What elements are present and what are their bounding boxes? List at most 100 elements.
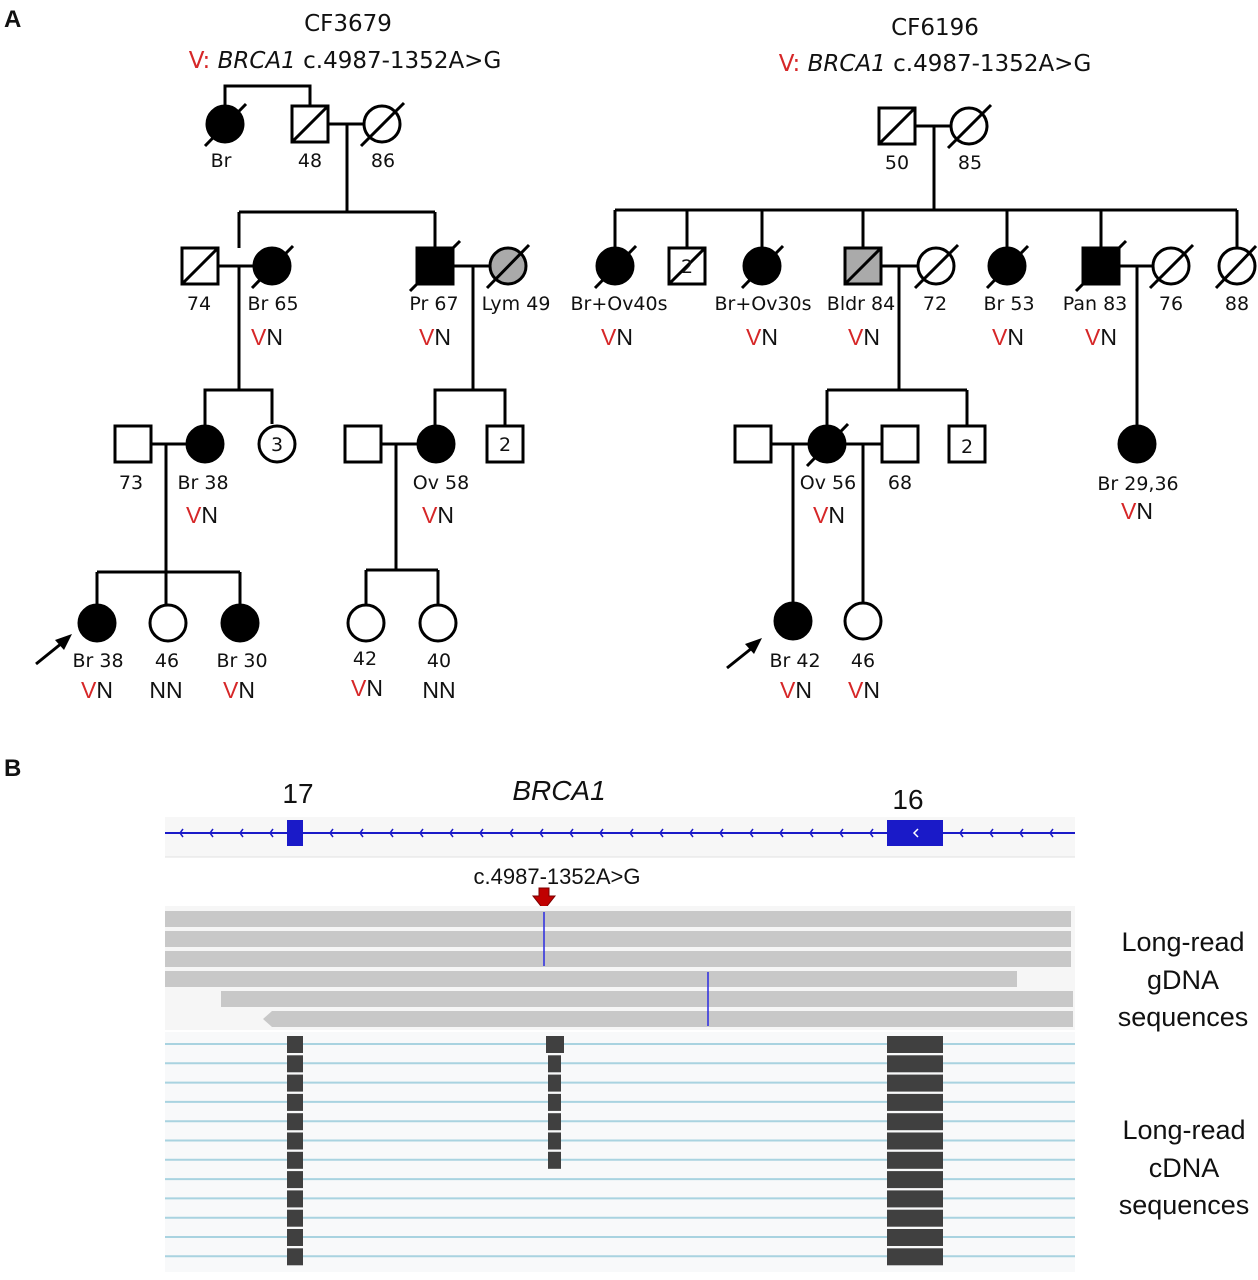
cdna-exon-block <box>287 1171 303 1189</box>
p2-label-68: 68 <box>888 472 912 494</box>
p1-geno-g3-d2: VN <box>422 502 454 528</box>
cdna-exon-block <box>287 1229 303 1246</box>
strand-chevron <box>989 828 994 838</box>
p2-label-brov40s: Br+Ov40s <box>570 293 667 315</box>
pedigree1-variant-change: c.4987-1352A>G <box>303 48 501 74</box>
p2-proband-arrow-icon <box>745 638 762 654</box>
p1-g4-sister1 <box>148 603 188 643</box>
gdna-label-line3: sequences <box>1118 1002 1249 1032</box>
p2-label-85: 85 <box>958 152 982 174</box>
p1-geno-g3-d: VN <box>186 502 218 528</box>
cdna-exon-block <box>548 1113 561 1131</box>
gdna-label-line2: gDNA <box>1147 965 1219 995</box>
p2-geno-gc1: VN <box>813 502 845 528</box>
cdna-exon-block <box>287 1113 303 1131</box>
p1-label-pr67: Pr 67 <box>409 293 458 315</box>
cdna-exon-block <box>887 1151 943 1169</box>
gdna-read <box>165 931 1071 947</box>
gdna-label-line1: Long-read <box>1121 927 1244 957</box>
p1-proband-affected <box>77 603 117 643</box>
cdna-label-line2: cDNA <box>1149 1153 1220 1183</box>
strand-chevron <box>1049 828 1054 838</box>
p1-label-br38-g4: Br 38 <box>72 650 123 672</box>
p2-label-46: 46 <box>851 650 875 672</box>
p1-geno-g4-c2: NN <box>422 677 455 703</box>
pedigree-cf3679: CF3679 V: BRCA1 c.4987-1352A>G Br 48 86 … <box>35 11 551 703</box>
strand-chevron <box>539 828 544 838</box>
p2-label-ov56: Ov 56 <box>800 472 856 494</box>
strand-chevron <box>689 828 694 838</box>
pedigree2-family-id: CF6196 <box>891 15 979 41</box>
cdna-exon-block <box>887 1171 943 1189</box>
cdna-exon-block <box>287 1209 303 1227</box>
cdna-exon-block <box>287 1151 303 1169</box>
strand-chevron <box>869 828 874 838</box>
p2-label-br53: Br 53 <box>983 293 1034 315</box>
cdna-exon-block <box>287 1074 303 1092</box>
p1-g4-cousin1 <box>346 603 386 643</box>
p1-label-48: 48 <box>298 150 322 172</box>
strand-chevron <box>839 828 844 838</box>
strand-chevron <box>509 828 514 838</box>
cdna-exon-block <box>887 1248 943 1266</box>
cdna-exon-block <box>548 1151 561 1169</box>
p2-geno-ggc1: VN <box>780 677 812 703</box>
strand-chevron <box>209 828 214 838</box>
cdna-exon-block <box>287 1036 303 1053</box>
pedigree1-variant-gene: BRCA1 <box>218 48 296 74</box>
cdna-exon-block <box>887 1036 943 1053</box>
pedigree1-variant: V: BRCA1 c.4987-1352A>G <box>189 48 502 74</box>
p1-g3-daughter-affected <box>185 424 225 464</box>
gdna-read <box>263 1011 1073 1027</box>
cdna-reads <box>165 1036 1075 1266</box>
strand-chevron <box>1019 828 1024 838</box>
p1-label-ov58: Ov 58 <box>413 472 469 494</box>
p1-brothers-count-label: 2 <box>499 434 511 456</box>
p1-geno-g2-d: VN <box>251 324 283 350</box>
p1-g3-daughter2-affected <box>416 424 456 464</box>
p2-geno-gc3: VN <box>1121 498 1153 524</box>
p1-g3-sisters-count <box>257 424 297 464</box>
cdna-exon-block <box>548 1132 561 1150</box>
variant-label: c.4987-1352A>G <box>474 864 641 889</box>
cdna-exon-block <box>548 1074 561 1092</box>
p1-label-74: 74 <box>187 293 211 315</box>
panel-b-label: B <box>4 755 21 782</box>
cdna-label-line3: sequences <box>1119 1190 1250 1220</box>
exon-17-block <box>287 820 303 846</box>
cdna-exon-block <box>287 1055 303 1073</box>
pedigree-cf6196: CF6196 V: BRCA1 c.4987-1352A>G 50 85 2 <box>570 15 1258 703</box>
pedigree1-variant-prefix: V: <box>189 48 211 74</box>
cdna-exon-block <box>287 1093 303 1111</box>
p1-label-br30: Br 30 <box>216 650 267 672</box>
p2-geno-c6: VN <box>1085 324 1117 350</box>
cdna-exon-block <box>887 1074 943 1092</box>
pedigree2-variant-gene: BRCA1 <box>808 51 886 77</box>
exon-17-label: 17 <box>282 778 313 809</box>
cdna-exon-block <box>887 1209 943 1227</box>
p1-g3-husband2 <box>343 424 383 464</box>
p2-geno-c5: VN <box>992 324 1024 350</box>
variant-arrow-icon <box>531 887 557 911</box>
cdna-exon-block <box>548 1093 561 1111</box>
p2-ggc2 <box>843 601 883 641</box>
p2-geno-ggc2: VN <box>848 677 880 703</box>
p1-label-lym49: Lym 49 <box>482 293 551 315</box>
cdna-exon-block <box>546 1036 564 1053</box>
p1-geno-g4-p: VN <box>81 677 113 703</box>
p2-label-50: 50 <box>885 152 909 174</box>
strand-chevron <box>719 828 724 838</box>
cdna-exon-block <box>887 1093 943 1111</box>
p1-g4-sister2-affected <box>220 603 260 643</box>
p2-gc1-husband <box>733 424 773 464</box>
pedigree1-family-id: CF3679 <box>304 11 392 37</box>
p2-brothers-count-label: 2 <box>681 256 693 278</box>
p2-geno-c4: VN <box>848 324 880 350</box>
cdna-exon-block <box>887 1132 943 1150</box>
p1-label-46: 46 <box>155 650 179 672</box>
p1-label-br65: Br 65 <box>247 293 298 315</box>
strand-chevron <box>959 828 964 838</box>
p1-proband-arrow-icon <box>55 634 72 650</box>
gene-name-label: BRCA1 <box>512 775 605 806</box>
